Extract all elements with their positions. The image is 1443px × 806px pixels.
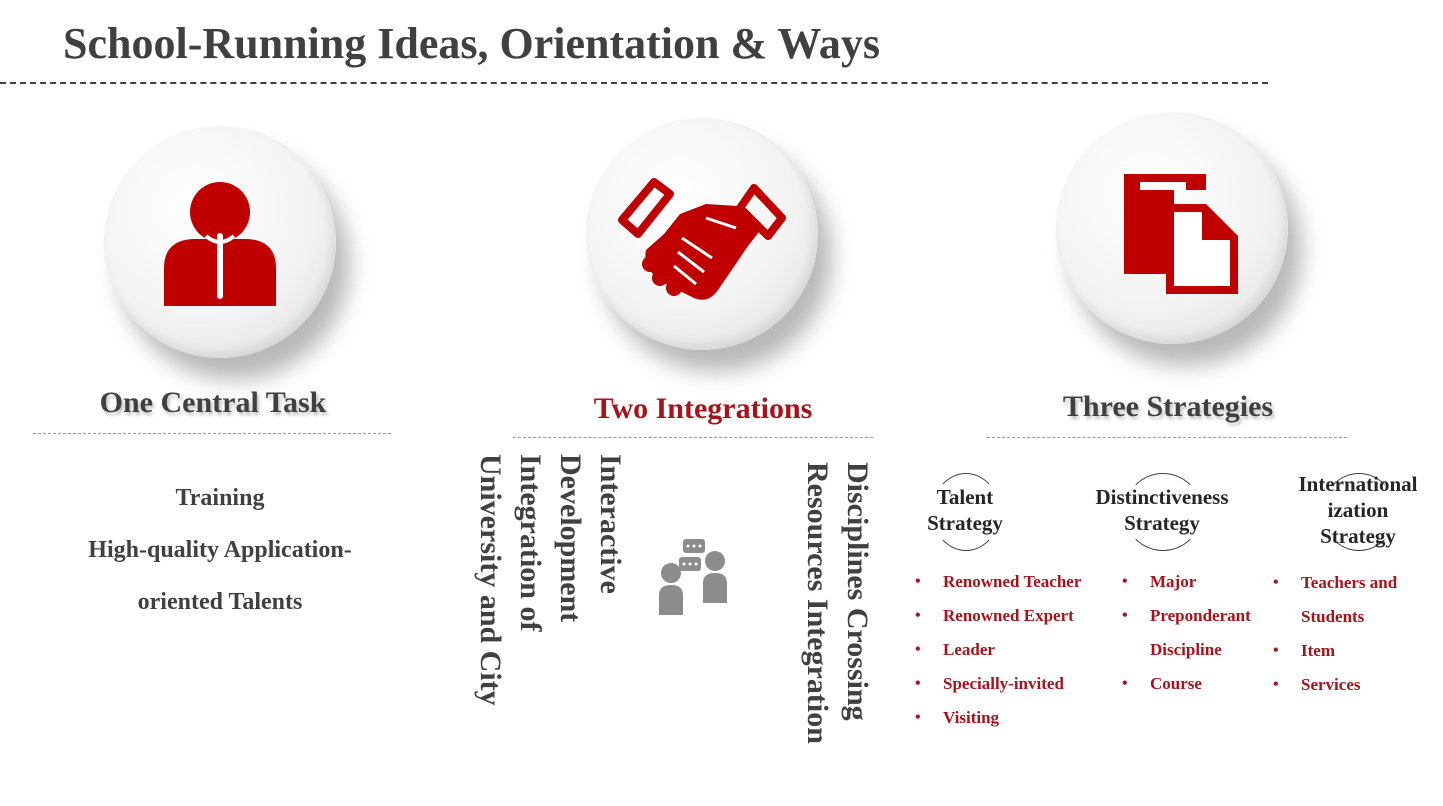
- university-city-integration: Interactive Development Integration of U…: [470, 454, 630, 706]
- distinctiveness-strategy-label: Distinctiveness Strategy: [1070, 484, 1254, 536]
- people-talking-icon: [655, 537, 731, 622]
- section-divider: [987, 437, 1347, 438]
- label-line: Strategy: [1320, 524, 1396, 548]
- vertical-line: Integration of: [514, 454, 547, 632]
- list-item-continuation: Students: [1301, 607, 1365, 626]
- list-item: Preponderant: [1122, 599, 1251, 633]
- vertical-line: University and City: [474, 454, 507, 706]
- documents-icon: [1124, 174, 1238, 294]
- list-item: Renowned Teacher: [915, 565, 1081, 599]
- strategies-badge: [1056, 112, 1288, 344]
- strategies-heading: Three Strategies: [1062, 390, 1274, 423]
- strategy-label-arc: [1124, 473, 1202, 551]
- label-line: Talent: [936, 485, 994, 509]
- title-divider: [0, 82, 1268, 84]
- list-item: Course: [1122, 667, 1251, 701]
- vertical-line: Development: [554, 454, 587, 623]
- vertical-line: Resources Integration: [801, 462, 834, 744]
- page-title: School-Running Ideas, Orientation & Ways: [63, 19, 881, 68]
- task-line: High-quality Application-: [88, 537, 352, 563]
- integrations-badge: [586, 118, 818, 350]
- list-item: Major: [1122, 565, 1251, 599]
- talent-strategy-label: Talent Strategy: [900, 484, 1030, 536]
- label-line: Distinctiveness: [1095, 485, 1229, 509]
- distinctiveness-strategy-list: Major Preponderant Discipline Course: [1122, 565, 1251, 701]
- list-item: Visiting: [915, 701, 1081, 735]
- central-task-badge: [104, 126, 336, 358]
- vertical-line: Interactive: [594, 454, 627, 594]
- list-item: Item: [1273, 634, 1397, 668]
- label-line: Strategy: [1124, 511, 1200, 535]
- person-icon: [164, 182, 276, 306]
- internationalization-strategy-list: Teachers and Students Item Services: [1273, 566, 1397, 702]
- strategy-label-arc: [932, 473, 1000, 551]
- label-line: ization: [1327, 498, 1389, 522]
- list-item: Teachers and: [1273, 566, 1397, 600]
- task-line: Training: [175, 485, 265, 511]
- label-line: Strategy: [927, 511, 1003, 535]
- strategy-label-arc: [1322, 473, 1396, 551]
- central-task-description: Training High-quality Application- orien…: [40, 472, 400, 628]
- section-divider: [33, 433, 391, 434]
- disciplines-resources-integration: Disciplines Crossing Resources Integrati…: [797, 462, 877, 744]
- task-line: oriented Talents: [137, 589, 303, 615]
- list-item: Renowned Expert: [915, 599, 1081, 633]
- label-line: International: [1298, 472, 1418, 496]
- talent-strategy-list: Renowned Teacher Renowned Expert Leader …: [915, 565, 1081, 735]
- list-item: Services: [1273, 668, 1397, 702]
- section-divider: [513, 437, 873, 438]
- integrations-heading: Two Integrations: [593, 392, 813, 425]
- handshake-icon: [618, 178, 786, 300]
- list-item: Specially-invited: [915, 667, 1081, 701]
- list-item-continuation: Discipline: [1150, 640, 1222, 659]
- central-task-heading: One Central Task: [99, 386, 327, 419]
- list-item: Leader: [915, 633, 1081, 667]
- vertical-line: Disciplines Crossing: [841, 462, 874, 721]
- internationalization-strategy-label: International ization Strategy: [1282, 471, 1434, 549]
